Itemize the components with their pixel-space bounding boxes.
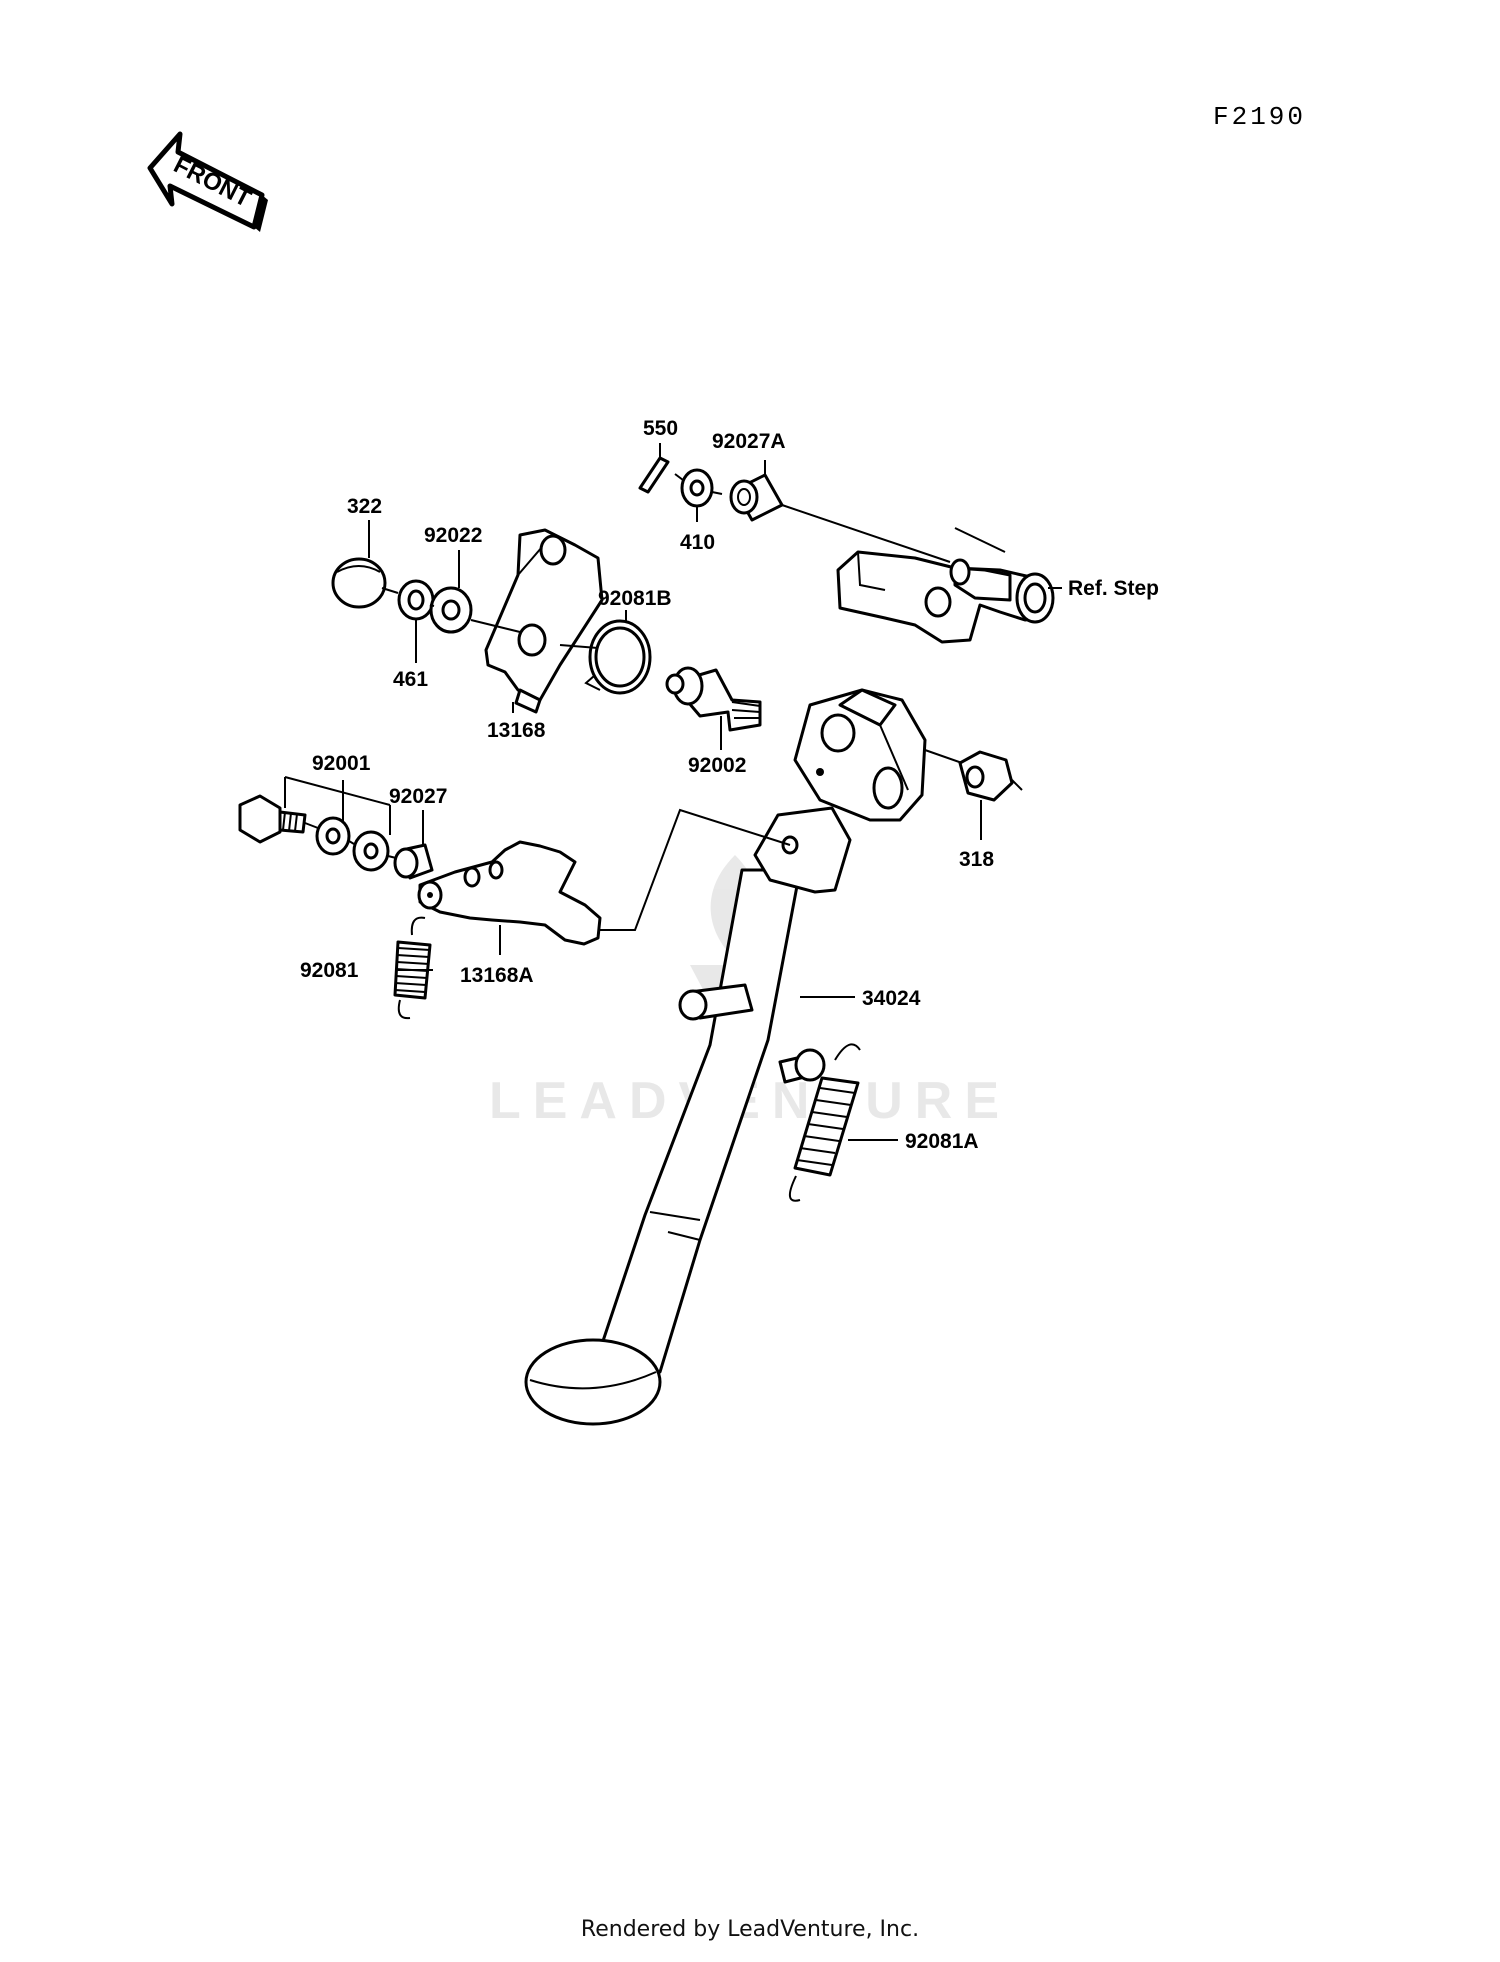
- washer-92001b: [352, 830, 390, 872]
- nut-318: [958, 750, 1014, 802]
- label-92081: 92081: [300, 959, 359, 982]
- spring-92081a: [789, 1043, 861, 1202]
- label-92027a: 92027A: [712, 430, 786, 453]
- washer-410: [680, 468, 714, 508]
- plate-13168a: [417, 840, 602, 946]
- label-92001: 92001: [312, 752, 371, 775]
- leader-lines: [284, 443, 1062, 1141]
- spring-92081: [393, 916, 432, 1020]
- label-92027: 92027: [389, 785, 447, 808]
- washer-92001: [315, 816, 351, 856]
- label-322: 322: [347, 495, 382, 518]
- collar-92027: [393, 843, 434, 880]
- label-410: 410: [680, 531, 715, 554]
- front-arrow-icon: FRONT: [147, 131, 268, 232]
- washer-92022: [429, 586, 473, 634]
- washer-461: [397, 579, 435, 621]
- diagram-code: F2190: [1213, 102, 1306, 132]
- label-34024: 34024: [862, 987, 921, 1010]
- collar-92027a: [729, 473, 784, 522]
- label-550: 550: [643, 417, 678, 440]
- label-ref-step: Ref. Step: [1068, 577, 1159, 600]
- label-318: 318: [959, 848, 994, 871]
- label-92022: 92022: [424, 524, 482, 547]
- bolt-92001: [238, 794, 307, 844]
- spring-92081b: [584, 619, 652, 695]
- footer-credit: Rendered by LeadVenture, Inc.: [580, 1917, 920, 1942]
- label-92081a: 92081A: [905, 1130, 979, 1153]
- label-13168a: 13168A: [460, 964, 534, 987]
- cap-nut-322: [331, 557, 387, 609]
- label-461: 461: [393, 668, 428, 691]
- cotter-pin-550: [638, 456, 670, 494]
- bolt-92002: [665, 666, 762, 732]
- side-stand-34024: [524, 688, 927, 1426]
- bracket-13168: [484, 528, 604, 714]
- label-13168: 13168: [487, 719, 546, 742]
- label-92002: 92002: [688, 754, 746, 777]
- ref-step-bracket: [836, 527, 1055, 644]
- label-92081b: 92081B: [598, 587, 672, 610]
